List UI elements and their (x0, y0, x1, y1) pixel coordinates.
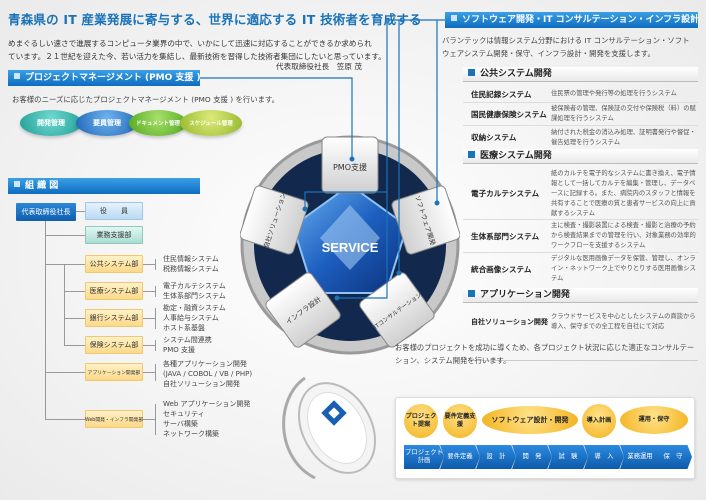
process-flow: プロジェクト提案 要件定義支援 ソフトウェア設計・開発 導入計画 運用・保守 プ… (395, 397, 695, 479)
pmo-header: プロジェクトマネージメント (PMO 支援 ) (8, 70, 201, 86)
section-medical: 医療システム開発 電子カルテシステム紙のカルテを電子的なシステムに書き換え、電子… (463, 149, 698, 285)
key-software: ソフトウェア開発 (391, 185, 460, 255)
phase-bubble: 導入計画 (582, 404, 616, 438)
svg-text:PMO支援: PMO支援 (333, 162, 367, 172)
square-icon (14, 181, 20, 187)
system-row: 生体系部門システム主に検査・撮影装置による検査・撮影と治療の予約から検査結果まで… (463, 220, 698, 253)
software-desc: バランテックは情報システム分野における IT コンサルテーション・ソフトウェアシ… (442, 36, 690, 58)
key-infra: インフラ設計 (265, 272, 341, 348)
org-dept: 医療システム部 (85, 282, 143, 300)
square-icon (468, 151, 475, 158)
step-arrow: 試 験 (548, 445, 588, 469)
square-icon (468, 69, 475, 76)
software-header-label: ソフトウェア開発・IT コンサルテーション・インフラ設計 (462, 15, 700, 25)
square-icon (468, 290, 475, 297)
system-row: 統合画像システムデジタルな医用画像データを保管、管理し、オンライン・ネットワーク… (471, 255, 696, 282)
intro-line: めまぐるしい速さで進展するコンピュータ業界の中で、いかにして迅速に対応することが… (8, 39, 372, 48)
page-title: 青森県の IT 産業発展に寄与する、世界に適応する IT 技術者を育成する (8, 12, 422, 27)
org-items: Web アプリケーション開発セキュリティサーバ構築ネットワーク構築 (163, 400, 251, 438)
section-public: 公共システム開発 住民記録システム住民票の管理や発行等の処理を行うシステム 国民… (463, 67, 698, 149)
section-application: アプリケーション開発 自社ソリューション開発クラウドサービスを中心としたシステム… (463, 288, 698, 335)
org-ceo: 代表取締役社長 (16, 203, 76, 221)
system-row: 電子カルテシステム紙のカルテを電子的なシステムに書き換え、電子情報として一括して… (463, 168, 698, 220)
step-arrow: 要件定義 (440, 445, 480, 469)
step-arrow: 設 計 (476, 445, 516, 469)
section-header: 医療システム開発 (463, 149, 698, 164)
square-icon (451, 15, 457, 21)
org-items: 各種アプリケーション開発(JAVA / COBOL / VB / PHP)自社ソ… (163, 360, 253, 388)
section-header: 公共システム開発 (463, 67, 698, 82)
org-header: 組 織 図 (8, 178, 200, 194)
org-dept: 公共システム部 (85, 255, 143, 273)
software-header: ソフトウェア開発・IT コンサルテーション・インフラ設計 (445, 12, 700, 28)
pill-dev-management: 開発管理 (20, 110, 82, 136)
key-it-consulting: ITコンサルテーション (359, 272, 435, 348)
phase-bubble: プロジェクト提案 (404, 404, 438, 438)
system-row: 国民健康保険システム被保険者の管理、保険証の交付や保険税（料）の賦課処理を行うシ… (463, 103, 698, 126)
step-arrow: 保 守 (654, 445, 692, 469)
step-arrow: 導 入 (584, 445, 624, 469)
square-icon (14, 73, 20, 79)
pill-document-management: ドキュメント管理 (129, 110, 187, 136)
org-support: 業務支援部 (85, 226, 143, 244)
step-arrow: 業務運用 (620, 445, 660, 469)
intro-text: めまぐるしい速さで進展するコンピュータ業界の中で、いかにして迅速に対応することが… (8, 37, 386, 63)
org-items: 電子カルテシステム生体系部門システム (163, 282, 226, 300)
consult-desc: お客様のプロジェクトを成功に導くため、各プロジェクト状況に応じた適正なコンサルテ… (395, 343, 695, 365)
signature: 代表取締役社長 笠原 茂 (276, 62, 362, 71)
system-row: 住民記録システム住民票の管理や発行等の処理を行うシステム (463, 86, 698, 103)
intro-line: ています。２１世紀を迎えた今、若い活力を集結し、最新技術を習得した技術者集団にし… (8, 52, 386, 61)
key-own-solution: 自社ソリューション (240, 185, 309, 255)
org-dept: 保険システム部 (85, 336, 143, 354)
system-row: 収納システム納付された税金の消込み処理、証明書発行や督促・催告処理を行うシステム (471, 128, 696, 146)
phase-bubble: ソフトウェア設計・開発 (482, 406, 578, 434)
step-arrow: 開 発 (512, 445, 552, 469)
org-dept: 銀行システム部 (85, 309, 143, 327)
pill-schedule-management: スケジュール管理 (180, 110, 242, 136)
service-diagram: SERVICE PMO支援 自社ソリューション ソフトウェア開発 インフラ設計 … (240, 135, 460, 355)
mouse-illustration (282, 376, 376, 480)
section-header: アプリケーション開発 (463, 288, 698, 303)
pill-staff-management: 要員管理 (76, 110, 138, 136)
phase-bubble: 運用・保守 (620, 406, 688, 434)
org-board: 役 員 (85, 202, 143, 220)
org-items: 勘定・融資システム人事給与システムホスト系基盤 (163, 304, 226, 332)
phase-bubble: 要件定義支援 (443, 404, 477, 438)
pmo-header-label: プロジェクトマネージメント (PMO 支援 ) (25, 73, 201, 83)
service-label: SERVICE (322, 240, 379, 255)
org-dept: アプリケーション開発部 (85, 363, 143, 381)
key-pmo: PMO支援 (321, 136, 379, 194)
org-header-label: 組 織 図 (25, 181, 59, 191)
system-row: 自社ソリューション開発クラウドサービスを中心としたシステムの商談から導入、保守ま… (471, 313, 696, 330)
step-arrow: プロジェクト計画 (404, 445, 444, 469)
org-items: 住民情報システム税務情報システム (163, 255, 219, 273)
pmo-desc: お客様のニーズに応じたプロジェクトマネージメント (PMO 支援 ) を行います… (12, 95, 280, 104)
org-dept: Web開発・インフラ開発部 (85, 410, 143, 428)
